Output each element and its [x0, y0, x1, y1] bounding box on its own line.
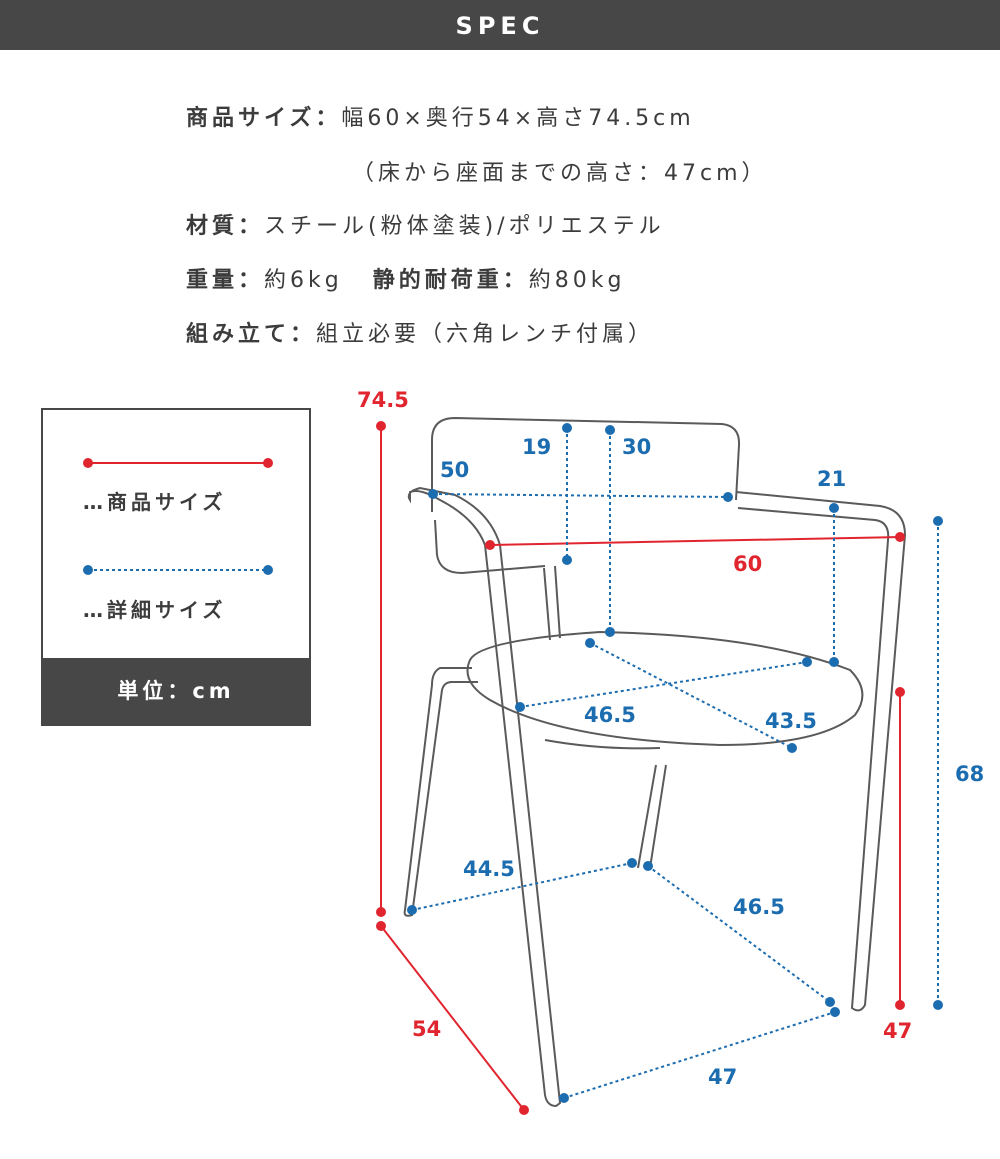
spec-material: 材質：スチール(粉体塗装)/ポリエステル: [186, 208, 665, 240]
width-dot: [895, 532, 905, 542]
legend-red-dot: [83, 458, 93, 468]
height-dot: [376, 421, 386, 431]
back-height-dot: [562, 423, 572, 433]
load-value: 約80kg: [528, 268, 626, 293]
seat-height-dot: [895, 1000, 905, 1010]
chair-left-arm-leg: [407, 486, 562, 1108]
spec-weight: 重量：約6kg 静的耐荷重：約80kg: [186, 262, 625, 294]
width-line: [489, 536, 901, 546]
dim-front-legs: 47: [708, 1065, 738, 1089]
height-to-arm-dot: [933, 516, 943, 526]
dim-height: 74.5: [357, 388, 409, 412]
dim-back-to-seat: 30: [622, 435, 652, 459]
back-width-line: [432, 493, 729, 498]
legend-unit: 単位：cm: [43, 658, 309, 724]
weight-label: 重量：: [186, 268, 265, 293]
spec-assembly: 組み立て：組立必要（六角レンチ付属）: [186, 316, 654, 348]
back-width-dot: [428, 489, 438, 499]
legend-box: …商品サイズ …詳細サイズ 単位：cm: [41, 408, 311, 726]
dim-side-legs: 46.5: [733, 895, 785, 919]
side-legs-line: [647, 865, 831, 1003]
back-to-seat-dot: [605, 627, 615, 637]
side-legs-dot: [825, 997, 835, 1007]
depth-dot: [519, 1105, 529, 1115]
height-to-arm-dot: [933, 1000, 943, 1010]
chair-backrest: [431, 417, 741, 575]
spec-header: SPEC: [0, 0, 1000, 50]
depth-line: [380, 925, 525, 1111]
material-value: スチール(粉体塗装)/ポリエステル: [264, 214, 665, 239]
dim-seat-height: 47: [883, 1019, 913, 1043]
legend-blue-dot: [263, 565, 273, 575]
dim-height-to-arm: 68: [955, 762, 985, 786]
spec-size: 商品サイズ：幅60×奥行54×高さ74.5cm: [186, 100, 695, 132]
assembly-label: 組み立て：: [186, 322, 317, 347]
back-height-dot: [562, 555, 572, 565]
assembly-value: 組立必要（六角レンチ付属）: [316, 322, 655, 347]
chair-right-arm-leg: [735, 491, 907, 1012]
seat-depth-line: [589, 642, 793, 749]
chair-outline: [403, 417, 907, 1108]
spec-seat-height: （床から座面までの高さ：47cm）: [352, 161, 768, 186]
legend-blue-dot: [83, 565, 93, 575]
depth-dot: [376, 921, 386, 931]
material-label: 材質：: [186, 214, 265, 239]
front-legs-line: [563, 1011, 836, 1099]
size-label: 商品サイズ：: [186, 106, 342, 131]
rear-legs-dot: [407, 905, 417, 915]
height-dot: [376, 907, 386, 917]
size-value: 幅60×奥行54×高さ74.5cm: [341, 106, 695, 131]
dim-width: 60: [733, 552, 763, 576]
dim-arm-height: 21: [817, 467, 847, 491]
arm-height-dot: [829, 657, 839, 667]
seat-depth-dot: [585, 638, 595, 648]
front-legs-dot: [559, 1093, 569, 1103]
seat-depth-dot: [787, 743, 797, 753]
chair-seat: [466, 630, 864, 747]
dim-depth: 54: [412, 1017, 442, 1041]
back-to-seat-dot: [605, 425, 615, 435]
chair-rear-left-leg: [403, 667, 478, 917]
side-legs-dot: [643, 861, 653, 871]
rear-legs-dot: [627, 858, 637, 868]
weight-value: 約6kg: [264, 268, 343, 293]
legend-product-size: …商品サイズ: [83, 490, 227, 514]
chair-rear-right-leg: [637, 764, 667, 869]
chair-back-post: [543, 565, 561, 641]
dim-back-height: 19: [522, 435, 552, 459]
seat-width-line: [519, 661, 808, 708]
seat-width-dot: [515, 702, 525, 712]
dim-seat-depth: 43.5: [765, 709, 817, 733]
dim-seat-width: 46.5: [584, 703, 636, 727]
dim-back-width: 50: [440, 458, 470, 482]
dim-rear-legs: 44.5: [463, 857, 515, 881]
back-width-dot: [723, 492, 733, 502]
legend-lines: [83, 458, 273, 575]
load-label: 静的耐荷重：: [372, 268, 529, 293]
seat-width-dot: [802, 657, 812, 667]
chair-seat-frame: [544, 739, 661, 750]
legend-detail-size: …詳細サイズ: [83, 598, 227, 622]
rear-legs-line: [411, 862, 633, 911]
front-legs-dot: [830, 1007, 840, 1017]
arm-height-dot: [829, 503, 839, 513]
width-dot: [485, 540, 495, 550]
legend-red-dot: [263, 458, 273, 468]
seat-height-dot: [895, 687, 905, 697]
